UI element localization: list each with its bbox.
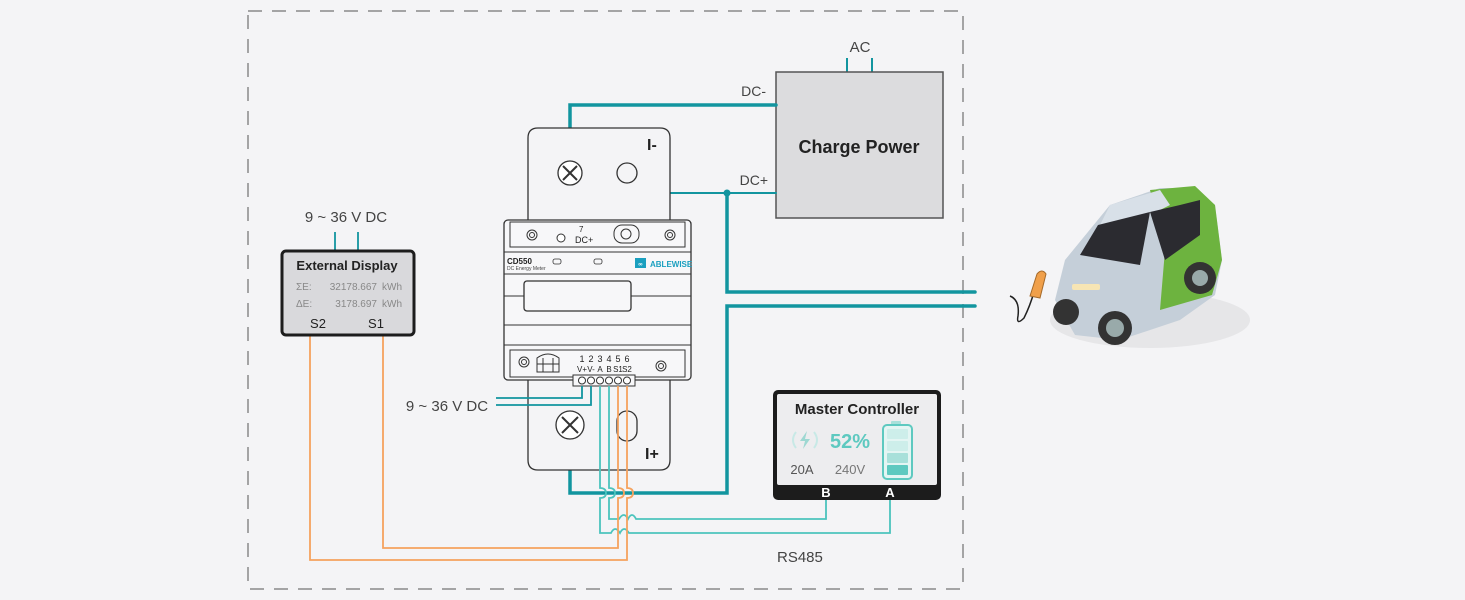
external-display-box [280, 249, 416, 337]
controller-title: Master Controller [795, 401, 919, 418]
terminal-a-label: A [885, 485, 895, 500]
terminal-label-b: B [606, 365, 611, 374]
rs485-a-wire [599, 386, 891, 535]
delta-energy-label: ΔE: [296, 299, 312, 310]
brand-logo-icon [635, 258, 646, 268]
battery-segment [887, 465, 908, 475]
meter-subtitle: DC Energy Meter [507, 266, 546, 272]
shunt-plate-top [527, 127, 671, 226]
rs485-b-wire [608, 386, 827, 522]
v-minus-wire [496, 386, 592, 406]
terminal-label-vminus: V- [587, 365, 595, 374]
terminal-7-label: DC+ [575, 235, 593, 245]
terminal-label-s2: S2 [622, 365, 632, 374]
terminal-7-number: 7 [579, 225, 584, 234]
battery-segment [887, 453, 908, 463]
terminal-b-label: B [821, 485, 830, 500]
display-supply-label: 9 ~ 36 V DC [305, 209, 387, 226]
energy-meter: I- I+ 7 DC+ CD550 DC Energy Meter ∞ ABLE… [503, 127, 693, 471]
charging-bolt-icon [792, 431, 818, 449]
terminal-7-screw [556, 233, 566, 243]
master-controller: Master Controller 52% 20A 240V B A [773, 390, 941, 500]
ac-label: AC [850, 39, 871, 56]
terminal-screw-4 [605, 376, 613, 385]
shunt-bolt-plus [555, 410, 585, 440]
sum-energy-label: ΣE: [296, 282, 312, 293]
dc-plus-label: DC+ [740, 172, 768, 188]
battery-segment [887, 429, 908, 439]
led-1 [552, 258, 562, 265]
terminal-number-4: 4 [606, 354, 611, 364]
i-plus-car-wire [568, 304, 977, 495]
charging-plug-icon [1029, 270, 1047, 299]
top-terminal-block [509, 221, 686, 248]
terminal-label-a: A [597, 365, 603, 374]
terminal-number-6: 6 [624, 354, 629, 364]
s2-wire [309, 335, 634, 561]
terminal-number-3: 3 [597, 354, 602, 364]
charge-power-unit: AC Charge Power DC- DC+ [740, 39, 944, 219]
shunt-bottom-label: I+ [645, 446, 659, 463]
signal-wires [309, 232, 891, 561]
meter-model: CD550 [507, 257, 532, 266]
dc-plus-junction [723, 189, 731, 197]
dc-plus-car-wire [725, 191, 977, 294]
terminal-number-2: 2 [588, 354, 593, 364]
terminal-number-5: 5 [615, 354, 620, 364]
charge-current: 20A [790, 462, 813, 477]
sum-energy-value: 32178.667 [330, 282, 378, 293]
led-2 [593, 258, 603, 265]
external-display-title: External Display [296, 258, 398, 273]
terminal-label-s1: S1 [613, 365, 623, 374]
terminal-screw-6 [623, 376, 631, 385]
meter-lcd [523, 280, 632, 312]
terminal-screw-2 [587, 376, 595, 385]
terminal-label-vplus: V+ [577, 365, 587, 374]
battery-segment [887, 441, 908, 451]
sum-energy-unit: kWh [382, 282, 402, 293]
charge-power-title: Charge Power [798, 137, 919, 157]
rj-port [536, 353, 560, 373]
dc-minus-label: DC- [741, 83, 766, 99]
shunt-hole-top [616, 162, 638, 184]
terminal-s2-label: S2 [310, 316, 326, 331]
charging-cable [1009, 291, 1035, 323]
terminal-screw-3 [596, 376, 604, 385]
charge-percent: 52% [830, 431, 870, 453]
s1-wire [382, 335, 625, 549]
meter-brand: ABLEWISE [650, 260, 693, 269]
delta-energy-value: 3178.697 [335, 299, 377, 310]
shunt-bolt-minus [557, 160, 583, 186]
v-plus-wire [496, 386, 583, 399]
charge-voltage: 240V [835, 462, 866, 477]
external-display: 9 ~ 36 V DC External Display ΣE: 32178.6… [280, 209, 416, 337]
meter-supply-label: 9 ~ 36 V DC [406, 398, 488, 415]
terminal-screws [578, 376, 631, 385]
delta-energy-unit: kWh [382, 299, 402, 310]
electric-vehicle [1009, 186, 1250, 348]
charge-power-box [775, 71, 944, 219]
battery-icon [882, 421, 913, 480]
terminal-screw-5 [614, 376, 622, 385]
shunt-top-label: I- [647, 137, 657, 154]
rs485-label: RS485 [777, 549, 823, 566]
svg-text:∞: ∞ [638, 262, 642, 268]
terminal-s1-label: S1 [368, 316, 384, 331]
terminal-number-1: 1 [579, 354, 584, 364]
terminal-screw-1 [578, 376, 586, 385]
